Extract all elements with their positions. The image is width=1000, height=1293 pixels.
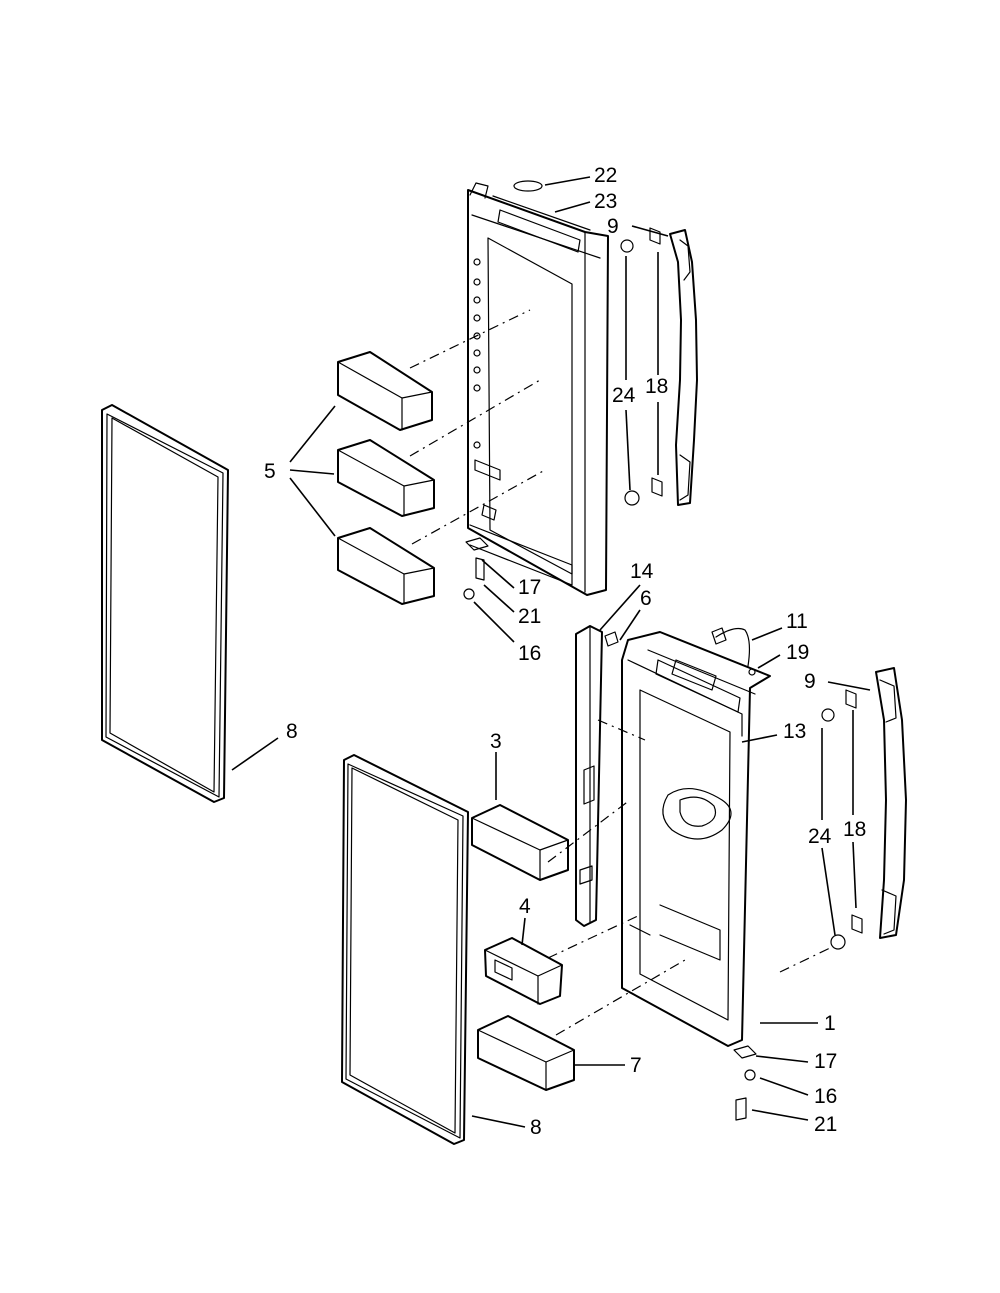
handle-upper	[669, 229, 698, 506]
vertical-strip	[575, 625, 603, 927]
door-bin-4	[484, 937, 563, 1005]
door-gasket-lower	[341, 754, 469, 1145]
part-6	[604, 631, 619, 647]
lower-door-assembly	[621, 631, 771, 1047]
callout-18-lower: 18	[843, 818, 866, 841]
callout-8-lower: 8	[530, 1116, 542, 1139]
hinge-parts-upper	[620, 227, 663, 506]
part-19	[748, 668, 756, 676]
callout-21-upper: 21	[518, 605, 541, 628]
callout-6: 6	[640, 587, 652, 610]
door-bin-3	[471, 804, 569, 881]
callout-7: 7	[630, 1054, 642, 1077]
callout-17-upper: 17	[518, 576, 541, 599]
hinge-hardware-lower	[733, 1045, 757, 1121]
door-bin-top	[337, 351, 433, 431]
hinge-parts-lower	[821, 689, 863, 950]
callout-22: 22	[594, 164, 617, 187]
callout-9-upper: 9	[607, 215, 619, 238]
callout-24-upper: 24	[612, 384, 636, 407]
callout-23: 23	[594, 190, 617, 213]
handle-lower	[875, 667, 907, 939]
callout-18-upper: 18	[645, 375, 668, 398]
callout-13: 13	[783, 720, 806, 743]
callout-21-lower: 21	[814, 1113, 837, 1136]
door-gasket-upper	[101, 404, 229, 803]
callout-11: 11	[786, 610, 808, 633]
callout-14: 14	[630, 560, 654, 583]
callout-1: 1	[824, 1012, 836, 1035]
callout-5: 5	[264, 460, 276, 483]
wire-harness-11	[711, 627, 751, 667]
callout-3: 3	[490, 730, 502, 753]
door-bin-middle	[337, 439, 435, 517]
hinge-hardware-upper	[463, 537, 489, 600]
callout-16-lower: 16	[814, 1085, 837, 1108]
door-bin-bottom	[337, 527, 435, 605]
door-bin-7	[477, 1015, 575, 1091]
callout-24-lower: 24	[808, 825, 832, 848]
cap-22	[513, 180, 543, 192]
callout-17-lower: 17	[814, 1050, 837, 1073]
callout-9-lower: 9	[804, 670, 816, 693]
callout-4: 4	[519, 895, 531, 918]
callout-16-upper: 16	[518, 642, 541, 665]
callout-19: 19	[786, 641, 809, 664]
upper-door-assembly	[467, 182, 609, 596]
leader-lines	[231, 176, 871, 1128]
callout-8-upper: 8	[286, 720, 298, 743]
